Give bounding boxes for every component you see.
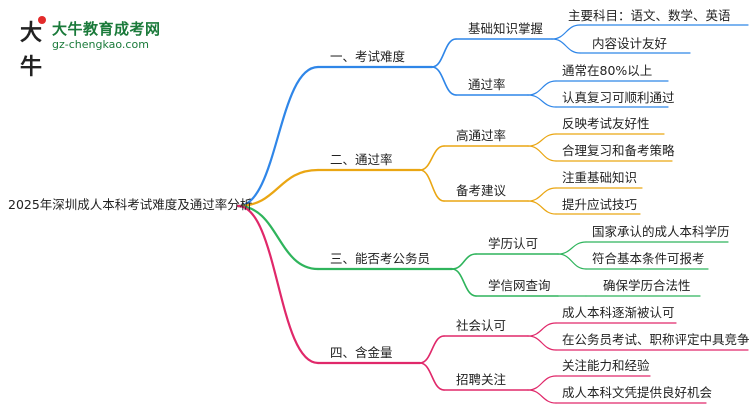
root-to-branch-connector xyxy=(236,168,320,208)
root-to-branch-connector xyxy=(236,65,320,208)
leaf-label: 反映考试友好性 xyxy=(562,116,650,131)
branch-to-sub-connector xyxy=(419,169,445,202)
leaf-label: 关注能力和经验 xyxy=(562,358,650,373)
sub-to-leaf-connector xyxy=(527,389,557,404)
leaf-label: 成人本科文凭提供良好机会 xyxy=(562,385,713,400)
sub-topic-label: 学信网查询 xyxy=(488,278,551,293)
sub-to-leaf-connector xyxy=(527,94,557,108)
leaf-label: 通常在80%以上 xyxy=(562,63,653,78)
sub-topic-label: 招聘关注 xyxy=(456,372,507,387)
sub-to-leaf-connector xyxy=(527,200,557,215)
sub-to-leaf-connector xyxy=(557,241,587,255)
leaf-label: 在公务员考试、职称评定中具竞争力 xyxy=(562,332,750,347)
sub-to-leaf-connector xyxy=(527,80,557,96)
leaf-label: 合理复习和备考策略 xyxy=(562,143,675,158)
leaf-label: 认真复习可顺利通过 xyxy=(562,90,675,105)
sub-topic-label: 备考建议 xyxy=(456,183,507,198)
root-topic: 2025年深圳成人本科考试难度及通过率分析 xyxy=(8,197,253,212)
branch-to-sub-connector xyxy=(419,335,445,364)
branch-label: 一、考试难度 xyxy=(330,49,406,64)
branch-to-sub-connector xyxy=(451,253,477,270)
sub-to-leaf-connector xyxy=(527,335,557,351)
leaf-label: 确保学历合法性 xyxy=(603,278,691,293)
logo-url: gz-chengkao.com xyxy=(52,38,149,51)
sub-to-leaf-connector xyxy=(551,24,581,40)
branch-to-sub-connector xyxy=(431,38,457,68)
logo-mark: 大牛 xyxy=(19,20,42,80)
leaf-label: 提升应试技巧 xyxy=(562,197,638,212)
branch-to-sub-connector xyxy=(419,145,445,171)
branch-label: 二、通过率 xyxy=(330,152,393,167)
sub-topic-label: 通过率 xyxy=(468,77,506,92)
sub-to-leaf-connector xyxy=(551,38,581,54)
leaf-label: 主要科目：语文、数学、英语 xyxy=(568,8,731,23)
sub-topic-label: 基础知识掌握 xyxy=(468,21,544,36)
site-logo[interactable]: 大牛 大牛教育成考网 gz-chengkao.com xyxy=(8,14,168,80)
sub-to-leaf-connector xyxy=(527,187,557,202)
leaf-label: 国家承认的成人本科学历 xyxy=(592,224,730,239)
sub-topic-label: 高通过率 xyxy=(456,128,507,143)
branch-label: 四、含金量 xyxy=(330,345,393,360)
root-to-branch-connector xyxy=(236,204,320,271)
sub-to-leaf-connector xyxy=(527,375,557,391)
branch-label: 三、能否考公务员 xyxy=(330,251,431,266)
logo-title: 大牛教育成考网 xyxy=(52,20,161,38)
branch-to-sub-connector xyxy=(431,66,457,96)
sub-to-leaf-connector xyxy=(527,322,557,337)
leaf-label: 成人本科逐渐被认可 xyxy=(562,305,675,320)
logo-dot-icon xyxy=(38,16,46,24)
root-to-branch-connector xyxy=(236,204,320,365)
sub-topic-label: 社会认可 xyxy=(456,318,507,333)
leaf-label: 注重基础知识 xyxy=(562,170,638,185)
leaf-label: 符合基本条件可报考 xyxy=(592,251,705,266)
leaf-label: 内容设计友好 xyxy=(592,36,668,51)
sub-to-leaf-connector xyxy=(527,133,557,147)
branch-to-sub-connector xyxy=(419,362,445,391)
sub-to-leaf-connector xyxy=(557,253,587,270)
sub-to-leaf-connector xyxy=(527,145,557,162)
sub-topic-label: 学历认可 xyxy=(488,236,539,251)
branch-to-sub-connector xyxy=(451,268,477,297)
